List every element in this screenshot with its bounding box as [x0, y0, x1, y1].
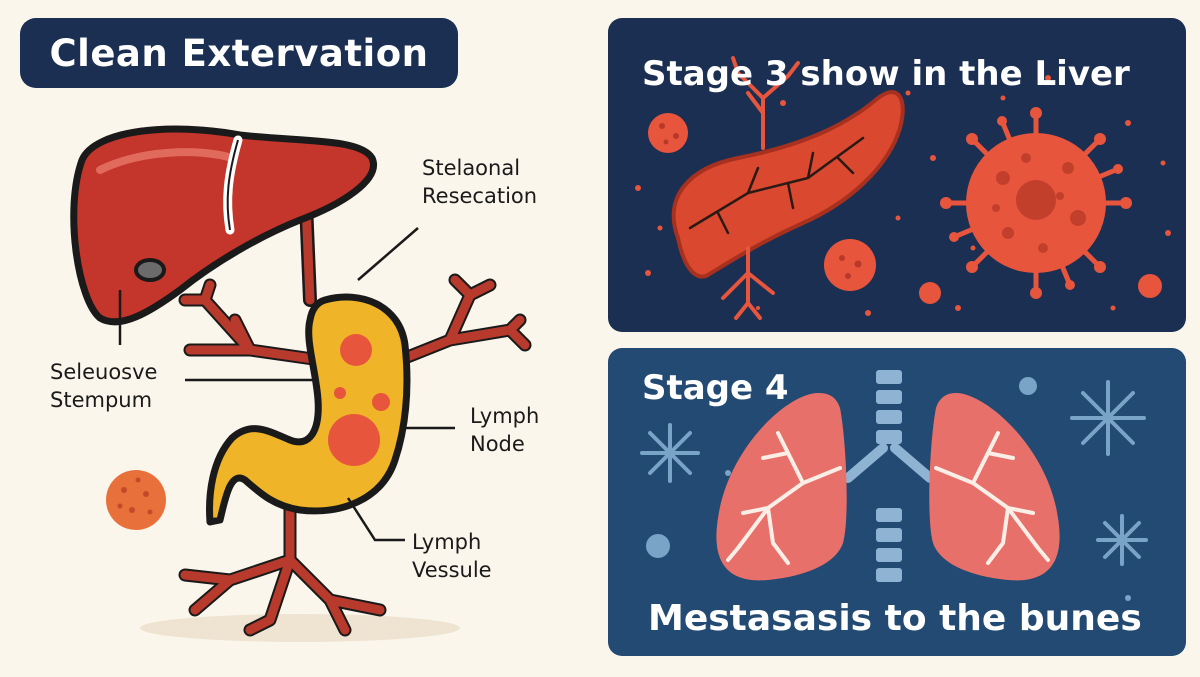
stomach-shape	[206, 293, 411, 526]
stage-4-panel: Stage 4 Mestasasis to the bunes	[608, 348, 1186, 656]
label-stelaonal-resecation: Stelaonal Resecation	[422, 154, 537, 210]
label-seleuosve-stempum: Seleuosve Stempum	[50, 358, 157, 414]
page-title: Clean Extervation	[49, 31, 429, 75]
label-line: Vessule	[412, 558, 492, 582]
stage-4-caption: Mestasasis to the bunes	[648, 598, 1142, 639]
label-line: Resecation	[422, 184, 538, 208]
anatomy-diagram	[70, 125, 532, 642]
tumor-spot	[372, 393, 390, 411]
liver-shape	[70, 125, 377, 326]
snowflake-icon	[1096, 514, 1148, 566]
lungs-illustration	[640, 370, 1148, 601]
snowflake-icon	[1070, 380, 1146, 456]
lymph-vessel-network	[178, 173, 532, 637]
tumor-cell	[824, 239, 876, 291]
stage-4-title: Stage 4	[642, 368, 789, 408]
leader-lines	[118, 227, 455, 542]
label-line: Stelaonal	[422, 156, 521, 180]
cell-dot	[646, 534, 670, 558]
floating-cell	[106, 470, 166, 530]
tumor-spot	[334, 387, 346, 399]
tumor-spot	[328, 414, 380, 466]
liver-lobe	[671, 90, 905, 279]
stage-3-title: Stage 3 show in the Liver	[642, 54, 1130, 94]
tumor-spot	[340, 334, 372, 366]
tumor-cell	[648, 113, 688, 153]
trachea	[843, 370, 935, 582]
liver-metastasis-illustration	[635, 56, 1171, 320]
label-lymph-vessule: Lymph Vessule	[412, 528, 492, 584]
label-line: Lymph	[412, 530, 482, 554]
label-line: Node	[470, 432, 525, 456]
stage-3-panel: Stage 3 show in the Liver	[608, 18, 1186, 332]
snowflake-icon	[640, 423, 700, 483]
label-lymph-node: Lymph Node	[470, 402, 539, 458]
label-line: Lymph	[470, 404, 540, 428]
tumor-cell	[1138, 274, 1162, 298]
left-lung	[716, 393, 847, 581]
cell-dot	[1019, 377, 1037, 395]
label-line: Stempum	[50, 388, 153, 412]
right-lung	[929, 393, 1060, 581]
tumor-cell	[919, 282, 941, 304]
ground-shadow	[140, 614, 460, 642]
title-banner: Clean Extervation	[20, 18, 458, 88]
vessel-tree	[721, 56, 800, 320]
label-line: Seleuosve	[50, 360, 158, 384]
